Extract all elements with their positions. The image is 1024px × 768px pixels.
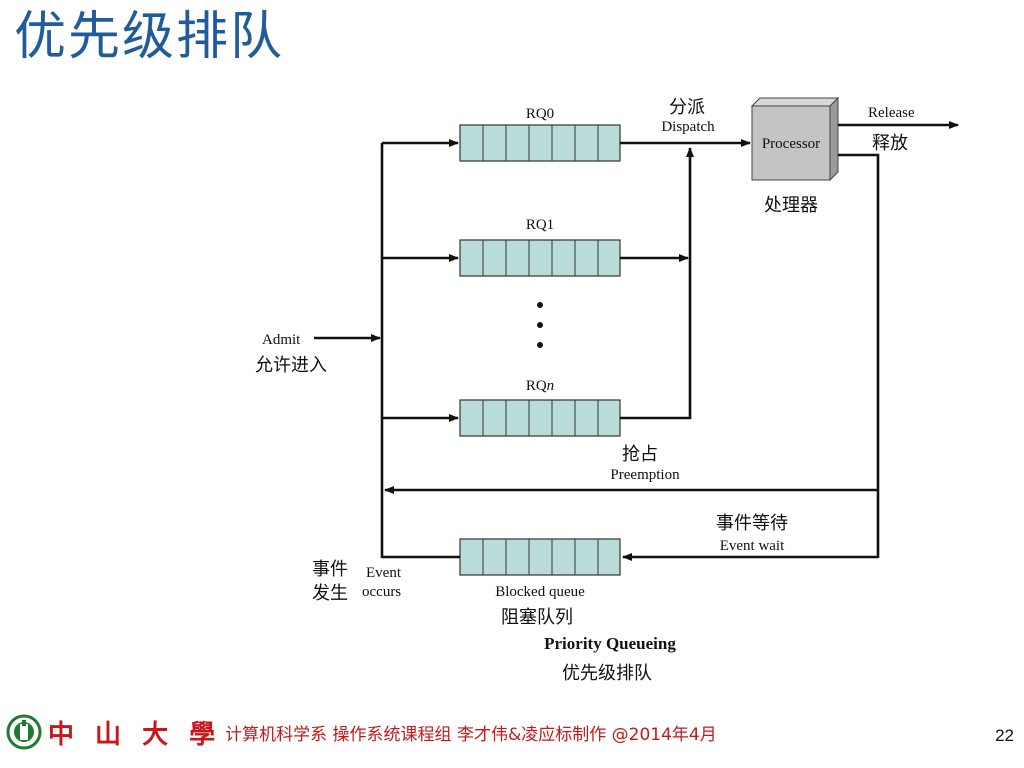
slide-title: 优先级排队 xyxy=(14,7,285,67)
queue-label-rq0: RQ0 xyxy=(526,106,554,122)
event-occurs-en-1: Event xyxy=(366,565,402,581)
processor-label-cn: 处理器 xyxy=(764,195,818,216)
feedback-trunk-line xyxy=(838,153,880,558)
queue-rq0 xyxy=(459,124,621,162)
queue-rqn xyxy=(459,399,621,437)
admit-label-cn: 允许进入 xyxy=(255,355,327,376)
queue-label-rq1: RQ1 xyxy=(526,217,554,233)
ellipsis-dots xyxy=(537,302,543,348)
priority-queueing-diagram: RQ0 RQ1 RQn xyxy=(255,96,959,684)
event-occurs-cn-2: 发生 xyxy=(312,583,348,604)
admit-label: Admit xyxy=(262,332,301,348)
blocked-queue-label: Blocked queue xyxy=(495,584,585,600)
preemption-label-cn: 抢占 xyxy=(622,444,658,465)
preemption-label: Preemption xyxy=(610,467,680,483)
diagram-caption: Priority Queueing xyxy=(544,634,676,653)
release-label: Release xyxy=(868,105,915,121)
queue-rq1 xyxy=(459,239,621,277)
university-logo-icon xyxy=(6,714,42,750)
dispatch-label: Dispatch xyxy=(661,119,715,135)
processor-label: Processor xyxy=(762,136,820,152)
event-occurs-cn-1: 事件 xyxy=(312,559,348,580)
university-name: 中 山 大 學 xyxy=(48,719,222,750)
footer-credits: 计算机科学系 操作系统课程组 李才伟&凌应标制作 @2014年4月 xyxy=(225,724,717,745)
processor-box xyxy=(750,96,840,182)
queue-label-rqn: RQn xyxy=(526,378,554,394)
event-wait-label: Event wait xyxy=(720,538,785,554)
blocked-queue xyxy=(459,538,621,576)
event-wait-label-cn: 事件等待 xyxy=(716,513,788,534)
rqn-out-arrow xyxy=(620,147,694,420)
diagram-caption-cn: 优先级排队 xyxy=(562,663,652,684)
blocked-queue-label-cn: 阻塞队列 xyxy=(501,607,573,628)
page-number: 22 xyxy=(995,726,1014,745)
release-label-cn: 释放 xyxy=(872,133,908,154)
event-occurs-en-2: occurs xyxy=(362,584,401,600)
slide-footer: 中 山 大 學 计算机科学系 操作系统课程组 李才伟&凌应标制作 @2014年4… xyxy=(6,712,1018,752)
dispatch-label-cn: 分派 xyxy=(669,97,705,118)
